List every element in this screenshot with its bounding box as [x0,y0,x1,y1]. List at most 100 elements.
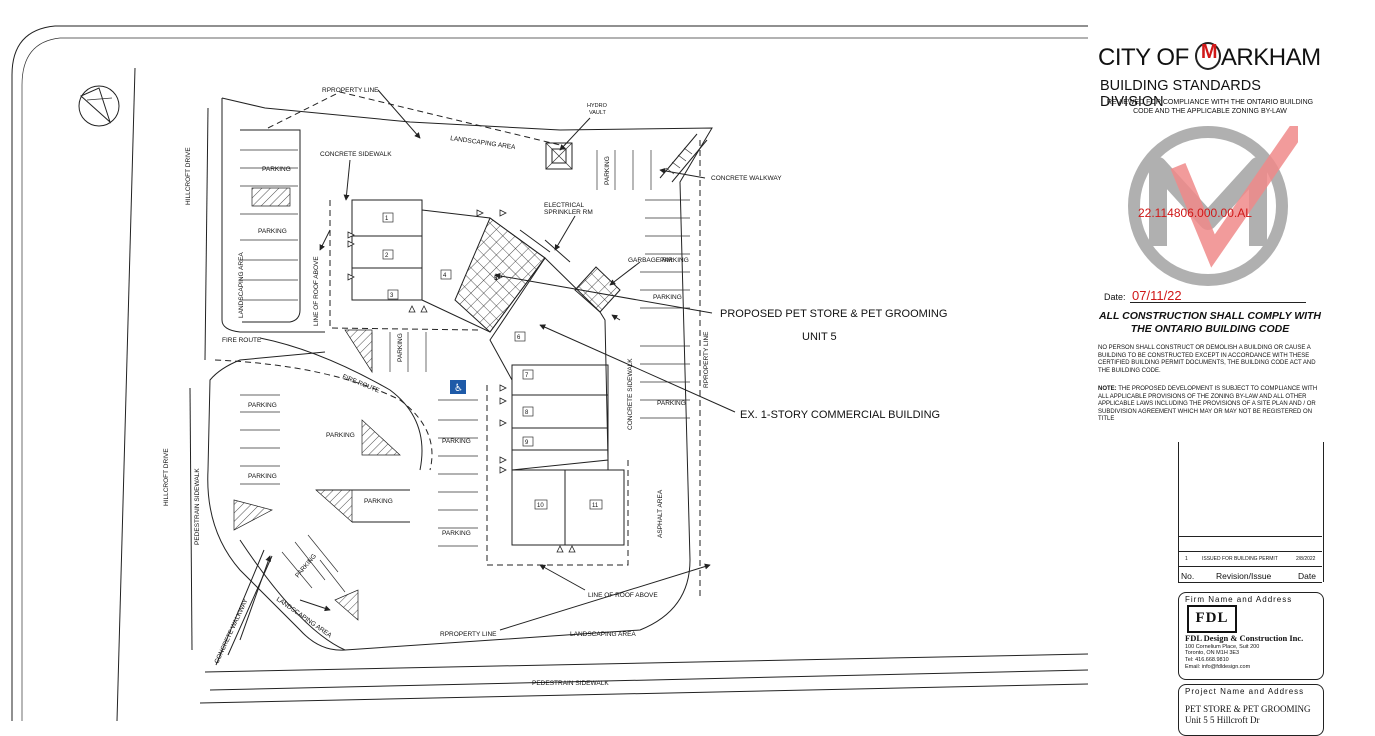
city-name: ARKHAM [1220,44,1321,71]
garbage-label: GARBAGE RM [628,257,672,264]
parking-label: PARKING [364,498,393,505]
property-line-label: RPROPERTY LINE [322,87,379,94]
division-label: BUILDING STANDARDS DIVISION [1100,78,1261,110]
permit-number: 22.114806.000.00.AL [1138,206,1252,220]
landscaping-bottom-label: LANDSCAPING AREA [570,631,636,638]
revision-no: 1 [1185,556,1188,562]
revision-frame [1178,442,1324,582]
unit-5-label: 5 [494,276,498,282]
landscaping-bottom-left-label: LANDSCAPING AREA [275,596,333,640]
title-block: 1 ISSUED FOR BUILDING PERMIT 2/8/2022 No… [1170,442,1328,736]
city-prefix: CITY OF [1098,44,1189,71]
fdl-logo: FDL [1187,605,1237,633]
note-label: NOTE: [1098,386,1117,392]
review-statement: REVIEWED FOR COMPLIANCE WITH THE ONTARIO… [1106,99,1314,115]
entrance-markers [347,209,576,553]
north-arrow-icon [78,85,120,127]
sheet-border [11,25,1088,721]
revision-date: 2/8/2022 [1296,556,1316,562]
note-paragraph: NOTE: THE PROPOSED DEVELOPMENT IS SUBJEC… [1098,386,1322,424]
unit-6-label: 6 [517,335,521,341]
markham-approval-stamp: CITY OF M ARKHAM BUILDING STANDARDS DIVI… [1090,34,1325,454]
header-no: No. [1181,571,1195,581]
parking-label: PARKING [397,333,404,362]
landscaping-left-label: LANDSCAPING AREA [238,252,245,318]
unit-8-label: 8 [525,410,529,416]
concrete-walkway-bottom-label: CONCRETE WALKWAY [213,597,249,664]
parking-label: PARKING [653,294,682,301]
parking-label: PARKING [294,553,318,580]
svg-text:♿: ♿ [454,383,463,394]
parking-label: PARKING [326,432,355,439]
city-title: CITY OF M ARKHAM [1098,41,1321,72]
revision-header: No. Revision/Issue Date [1178,566,1322,583]
accessible-parking-icon [450,380,466,394]
pedestrian-sidewalk-left-label: PEDESTRAIN SIDEWALK [194,468,201,545]
building-callout: EX. 1-STORY COMMERCIAL BUILDING [740,409,940,421]
concrete-sidewalk-label: CONCRETE SIDEWALK [320,151,392,158]
parking-label: PARKING [262,166,291,173]
pet-store-callout: PROPOSED PET STORE & PET GROOMING [720,308,947,320]
firm-address-1: 100 Cornelium Place, Suit 200 [1185,644,1260,650]
revision-row-blank [1178,536,1322,552]
parking-label: PARKING [258,228,287,235]
firm-email: Email: info@fdldesign.com [1185,664,1251,670]
pedestrian-sidewalk-label: PEDESTRAIN SIDEWALK [532,680,609,687]
fire-route-label-2: FIRE ROUTE [341,373,381,394]
unit-4-label: 4 [443,273,447,279]
unit-2-label: 2 [385,253,389,259]
revision-desc: ISSUED FOR BUILDING PERMIT [1202,556,1278,562]
fire-route-label: FIRE ROUTE [222,337,262,344]
note-text: THE PROPOSED DEVELOPMENT IS SUBJECT TO C… [1098,386,1318,422]
markham-m-seal-icon [1128,126,1298,286]
firm-phone: Tel: 416.668.9810 [1185,657,1229,663]
concrete-sidewalk-right-label: CONCRETE SIDEWALK [627,358,634,430]
comply-statement: ALL CONSTRUCTION SHALL COMPLY WITH THE O… [1098,310,1322,335]
date-value: 07/11/22 [1132,288,1182,303]
hydro-vault-label-2: VAULT [589,110,607,116]
unit-labels: 1 2 3 4 5 6 7 8 9 10 11 [382,212,603,510]
garbage-room [574,266,621,313]
header-revision: Revision/Issue [1216,571,1272,581]
parking-label: PARKING [442,530,471,537]
hillcroft-drive-label-2: HILLCROFT DRIVE [163,448,170,506]
unit-7-label: 7 [525,373,529,379]
property-line-bottom-label: RPROPERTY LINE [440,631,497,638]
hillcroft-drive-label: HILLCROFT DRIVE [185,147,192,205]
header-date: Date [1298,571,1316,581]
unit-9-label: 9 [525,440,529,446]
firm-address-2: Toronto, ON M1H 3E3 [1185,650,1240,656]
building-south [486,364,629,566]
asphalt-area-label: ASPHALT AREA [657,489,664,538]
firm-box: Firm Name and Address FDL FDL Design & C… [1178,592,1324,680]
site-plan-drawing: ♿ 1 2 3 4 5 6 7 8 9 10 11 RPROPERTY LINE… [11,25,1089,721]
parking-label: PARKING [604,156,611,185]
parking-label: PARKING [248,402,277,409]
electrical-label: ELECTRICAL [544,202,584,209]
date-underline [1130,302,1306,303]
property-line-right-label: RPROPERTY LINE [703,331,710,388]
project-box: Project Name and Address PET STORE & PET… [1178,684,1324,736]
parking-label: PARKING [248,473,277,480]
revision-row: 1 ISSUED FOR BUILDING PERMIT 2/8/2022 [1178,551,1322,567]
project-caption: Project Name and Address [1185,687,1305,696]
landscaping-label: LANDSCAPING AREA [450,135,517,151]
construction-notice: NO PERSON SHALL CONSTRUCT OR DEMOLISH A … [1098,345,1316,374]
parking-label: PARKING [442,438,471,445]
firm-caption: Firm Name and Address [1185,595,1293,604]
firm-name: FDL Design & Construction Inc. [1185,633,1304,643]
pet-store-unit [454,217,546,333]
date-label: Date: [1104,292,1126,302]
unit-3-label: 3 [390,293,394,299]
parking-label: PARKING [660,257,689,264]
concrete-walkway-label: CONCRETE WALKWAY [711,175,782,182]
unit-5-callout: UNIT 5 [802,331,837,343]
electrical-label-2: SPRINKLER RM [544,209,593,216]
unit-1-label: 1 [385,216,389,222]
hydro-vault [545,142,573,170]
project-address: Unit 5 5 Hillcroft Dr [1185,715,1260,725]
unit-11-label: 11 [592,503,599,509]
project-name: PET STORE & PET GROOMING [1185,704,1311,714]
parking-label: PARKING [657,400,686,407]
unit-10-label: 10 [537,503,544,509]
